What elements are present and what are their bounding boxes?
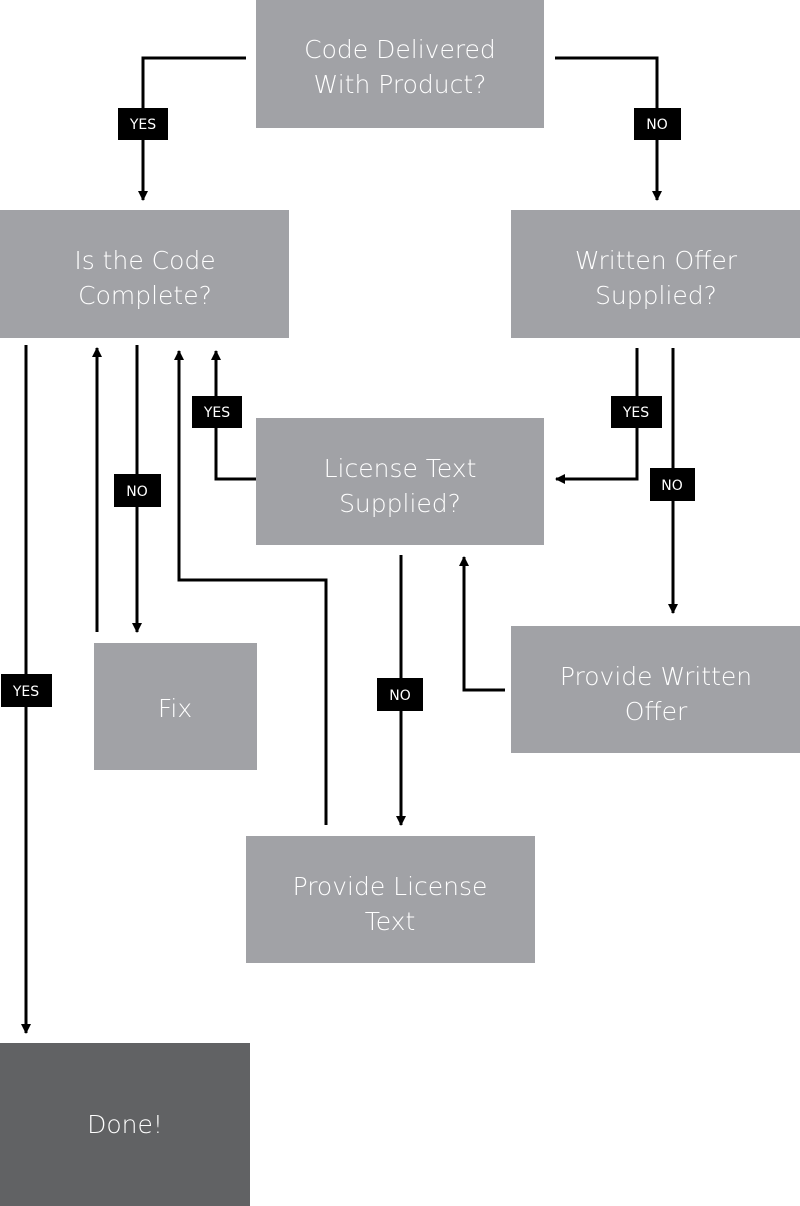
node-fix-text: Fix: [158, 694, 192, 723]
edge-label-delivered-yes: YES: [118, 108, 168, 140]
edge-label-delivered-no-text: NO: [646, 117, 668, 133]
edge-label-license-no: NO: [377, 678, 423, 711]
node-fix: Fix: [94, 643, 257, 770]
edge-label-license-no-text: NO: [389, 688, 411, 704]
edge-label-complete-no: NO: [114, 474, 161, 507]
edge-label-complete-yes: YES: [1, 674, 52, 707]
node-done-text: Done!: [87, 1110, 163, 1139]
edge-label-delivered-no: NO: [634, 108, 681, 140]
edge-label-complete-yes-text: YES: [12, 684, 39, 700]
edge-label-offer-no: NO: [650, 468, 695, 501]
edge-label-license-yes: YES: [192, 396, 242, 428]
edge-label-delivered-yes-text: YES: [129, 117, 156, 133]
edge-license-yes: [211, 350, 256, 481]
edge-delivered-yes: [138, 56, 246, 201]
edge-provide-offer-back: [459, 556, 505, 692]
edge-label-license-yes-text: YES: [203, 405, 230, 421]
edge-offer-yes: [555, 348, 639, 484]
edge-label-complete-no-text: NO: [126, 484, 148, 500]
node-done: Done!: [0, 1043, 250, 1206]
edge-label-offer-yes: YES: [611, 396, 662, 428]
edge-provide-license-back: [174, 350, 328, 825]
edge-label-offer-yes-text: YES: [622, 405, 649, 421]
edge-label-offer-no-text: NO: [661, 478, 683, 494]
edge-delivered-no: [555, 56, 662, 201]
